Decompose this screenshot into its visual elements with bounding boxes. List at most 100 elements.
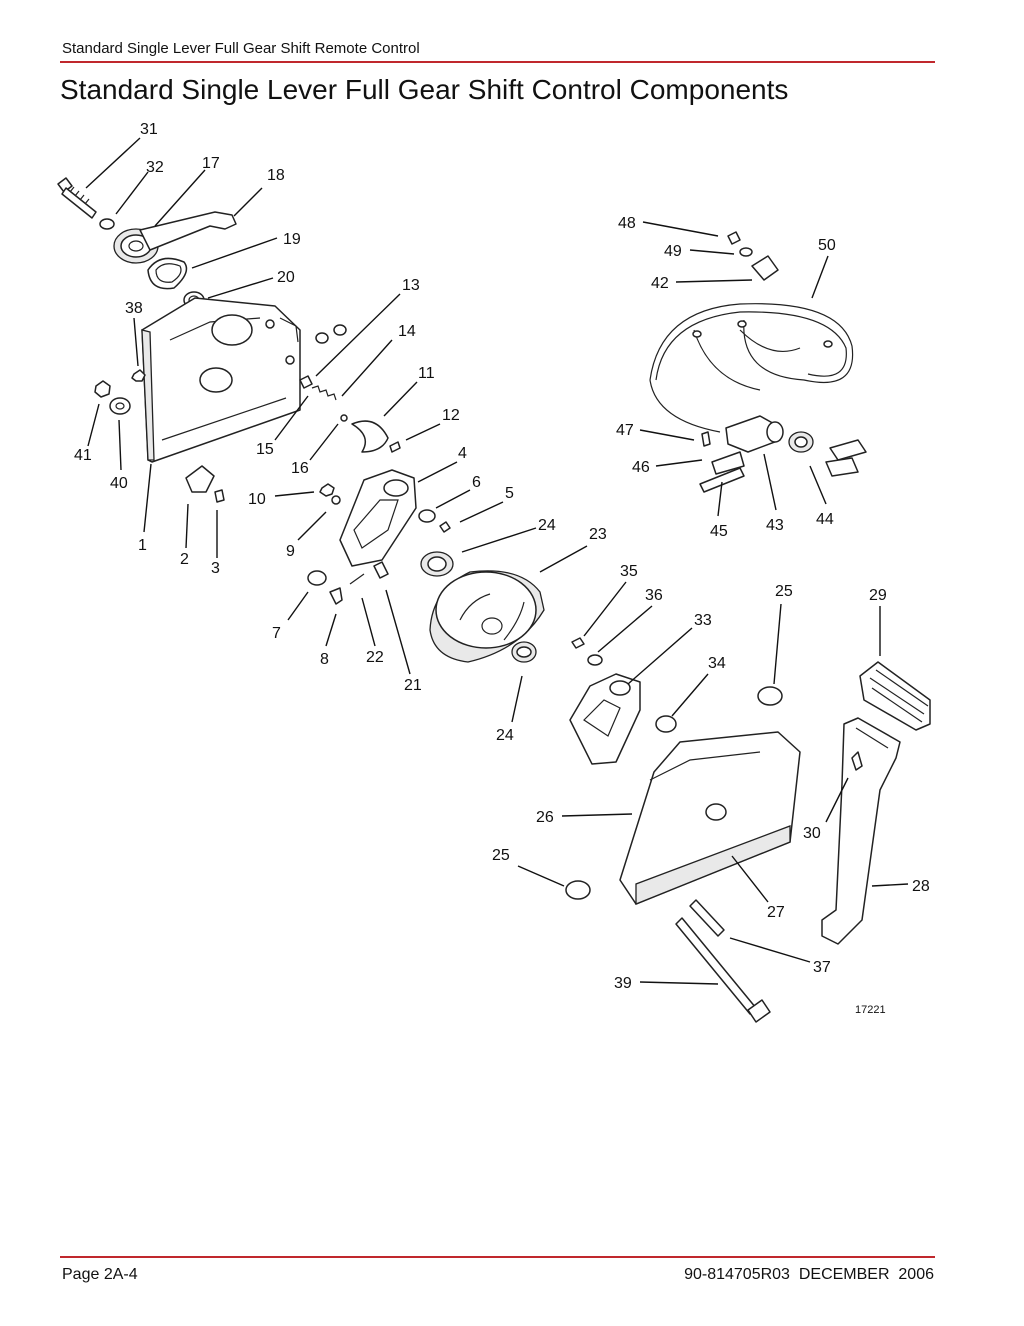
callout-label: 39 [614, 975, 632, 992]
part-nut-10 [319, 483, 335, 497]
callout-label: 25 [492, 847, 510, 864]
part-housing-cover-1 [141, 297, 301, 463]
part-handle-28 [821, 717, 901, 945]
callout-label: 11 [418, 365, 435, 382]
part-clip-46 [711, 451, 745, 475]
part-retainer-24a [420, 551, 454, 577]
callout-label: 13 [402, 277, 420, 294]
part-wire-45 [699, 467, 745, 493]
callout-label: 7 [272, 625, 281, 642]
callout-label: 35 [620, 563, 638, 580]
part-plug-25a [757, 686, 783, 706]
callout-label: 8 [320, 651, 329, 668]
part-washer-36 [587, 654, 603, 666]
part-bracket-33 [569, 673, 641, 765]
part-screw-48 [727, 231, 741, 245]
part-gasket-19 [147, 257, 188, 290]
callout-label: 33 [694, 612, 712, 629]
callout-label: 49 [664, 243, 682, 260]
callout-label: 50 [818, 237, 836, 254]
part-screw-30 [851, 751, 863, 771]
part-screw-5 [439, 521, 451, 533]
part-shift-plate-4 [339, 469, 417, 567]
callout-label: 48 [618, 215, 636, 232]
part-nut-38 [131, 369, 146, 382]
part-ignition-switch-43 [725, 415, 784, 453]
part-housing-26 [619, 731, 801, 905]
part-screw-22 [349, 573, 365, 585]
callout-label: 14 [398, 323, 416, 340]
callout-label: 37 [813, 959, 831, 976]
callout-label: 38 [125, 300, 143, 317]
callout-label: 18 [267, 167, 285, 184]
part-ball-16 [340, 414, 348, 422]
part-bolt-39 [675, 917, 771, 1023]
callout-label: 5 [505, 485, 514, 502]
part-pin-3 [214, 489, 225, 503]
part-screw-47 [701, 431, 711, 447]
part-washer-9 [331, 495, 341, 505]
callout-label: 9 [286, 543, 295, 560]
callout-label: 28 [912, 878, 930, 895]
callout-labels: 31 32 17 18 19 20 38 41 40 1 2 3 13 14 1… [74, 121, 930, 1016]
page-number: Page 2A-4 [62, 1266, 138, 1283]
callout-label: 26 [536, 809, 554, 826]
part-washer-32 [99, 218, 115, 230]
callout-label: 21 [404, 677, 422, 694]
part-drawings [57, 177, 931, 1023]
callout-label: 29 [869, 587, 887, 604]
page-title: Standard Single Lever Full Gear Shift Co… [60, 74, 789, 105]
leader-lines [85, 137, 909, 985]
part-bushing-34 [655, 715, 677, 733]
callout-label: 4 [458, 445, 467, 462]
callout-label: 10 [248, 491, 266, 508]
running-header: Standard Single Lever Full Gear Shift Re… [62, 40, 420, 57]
document-id: 90-814705R03 DECEMBER 2006 [684, 1266, 934, 1283]
part-bushings-pair [315, 324, 347, 344]
part-pin-8 [329, 587, 343, 605]
part-keys-44 [825, 439, 867, 477]
callout-label: 22 [366, 649, 384, 666]
part-screw-37 [689, 899, 725, 937]
part-wiring-harness-50 [649, 303, 854, 433]
callout-label: 1 [138, 537, 147, 554]
callout-label: 32 [146, 159, 164, 176]
part-nut-41 [94, 380, 111, 398]
part-plug-25b [565, 880, 591, 900]
part-spring-14 [311, 385, 337, 401]
part-plate-11 [351, 420, 389, 453]
callout-label: 17 [202, 155, 220, 172]
part-bushing-7 [307, 570, 327, 586]
callout-label: 12 [442, 407, 460, 424]
callout-label: 15 [256, 441, 274, 458]
callout-label: 6 [472, 474, 481, 491]
figure-number: 17221 [855, 1004, 886, 1016]
part-lever-arm-18 [139, 211, 237, 251]
callout-label: 27 [767, 904, 785, 921]
callout-label: 34 [708, 655, 726, 672]
footer-divider [60, 1256, 935, 1258]
callout-label: 46 [632, 459, 650, 476]
callout-label: 40 [110, 475, 128, 492]
callout-label: 20 [277, 269, 295, 286]
part-washer-6 [418, 509, 436, 523]
part-screw-35 [571, 637, 585, 649]
part-retainer-24b [511, 641, 537, 663]
callout-label: 43 [766, 517, 784, 534]
callout-label: 24 [538, 517, 556, 534]
part-detent-15 [299, 375, 313, 389]
part-nut-44 [788, 431, 814, 453]
part-handle-grip-29 [859, 661, 931, 731]
part-clamp-42 [751, 255, 779, 281]
callout-label: 16 [291, 460, 309, 477]
callout-label: 2 [180, 551, 189, 568]
callout-label: 25 [775, 583, 793, 600]
callout-label: 3 [211, 560, 220, 577]
callout-label: 47 [616, 422, 634, 439]
callout-label: 45 [710, 523, 728, 540]
header-divider [60, 61, 935, 63]
callout-label: 41 [74, 447, 92, 464]
callout-label: 44 [816, 511, 834, 528]
part-screw-31 [57, 177, 97, 219]
